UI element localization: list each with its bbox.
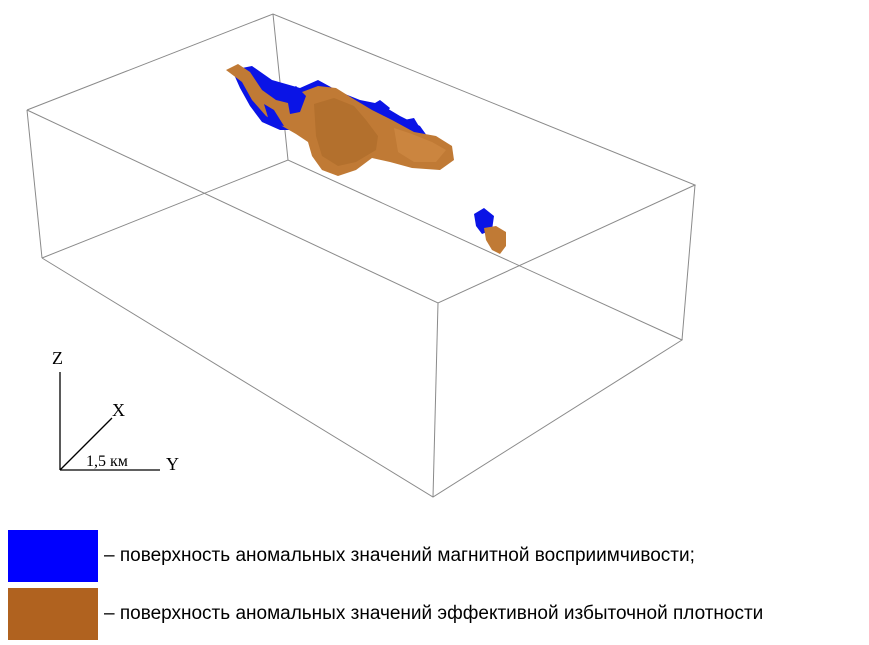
legend-label-density: – поверхность аномальных значений эффект…: [104, 603, 764, 624]
scale-label: 1,5 км: [86, 453, 128, 470]
legend-label-magnetic: – поверхность аномальных значений магнит…: [104, 545, 695, 566]
anomaly-body-small: [474, 208, 506, 254]
legend-item-density: – поверхность аномальных значений эффект…: [8, 588, 763, 640]
density-swatch: [8, 588, 98, 640]
z-axis-label: Z: [52, 348, 63, 368]
bounding-box: [26, 13, 697, 498]
y-axis-label: Y: [166, 454, 179, 474]
3d-model-view: Z X Y 1,5 км: [26, 13, 697, 498]
magnetic-swatch: [8, 530, 98, 582]
legend-item-magnetic: – поверхность аномальных значений магнит…: [8, 530, 695, 582]
axes-indicator: [59, 372, 160, 471]
density-surface-small: [484, 226, 506, 254]
x-axis-line: [59, 417, 113, 471]
x-axis-label: X: [112, 400, 125, 420]
anomaly-body-main: [226, 64, 454, 176]
